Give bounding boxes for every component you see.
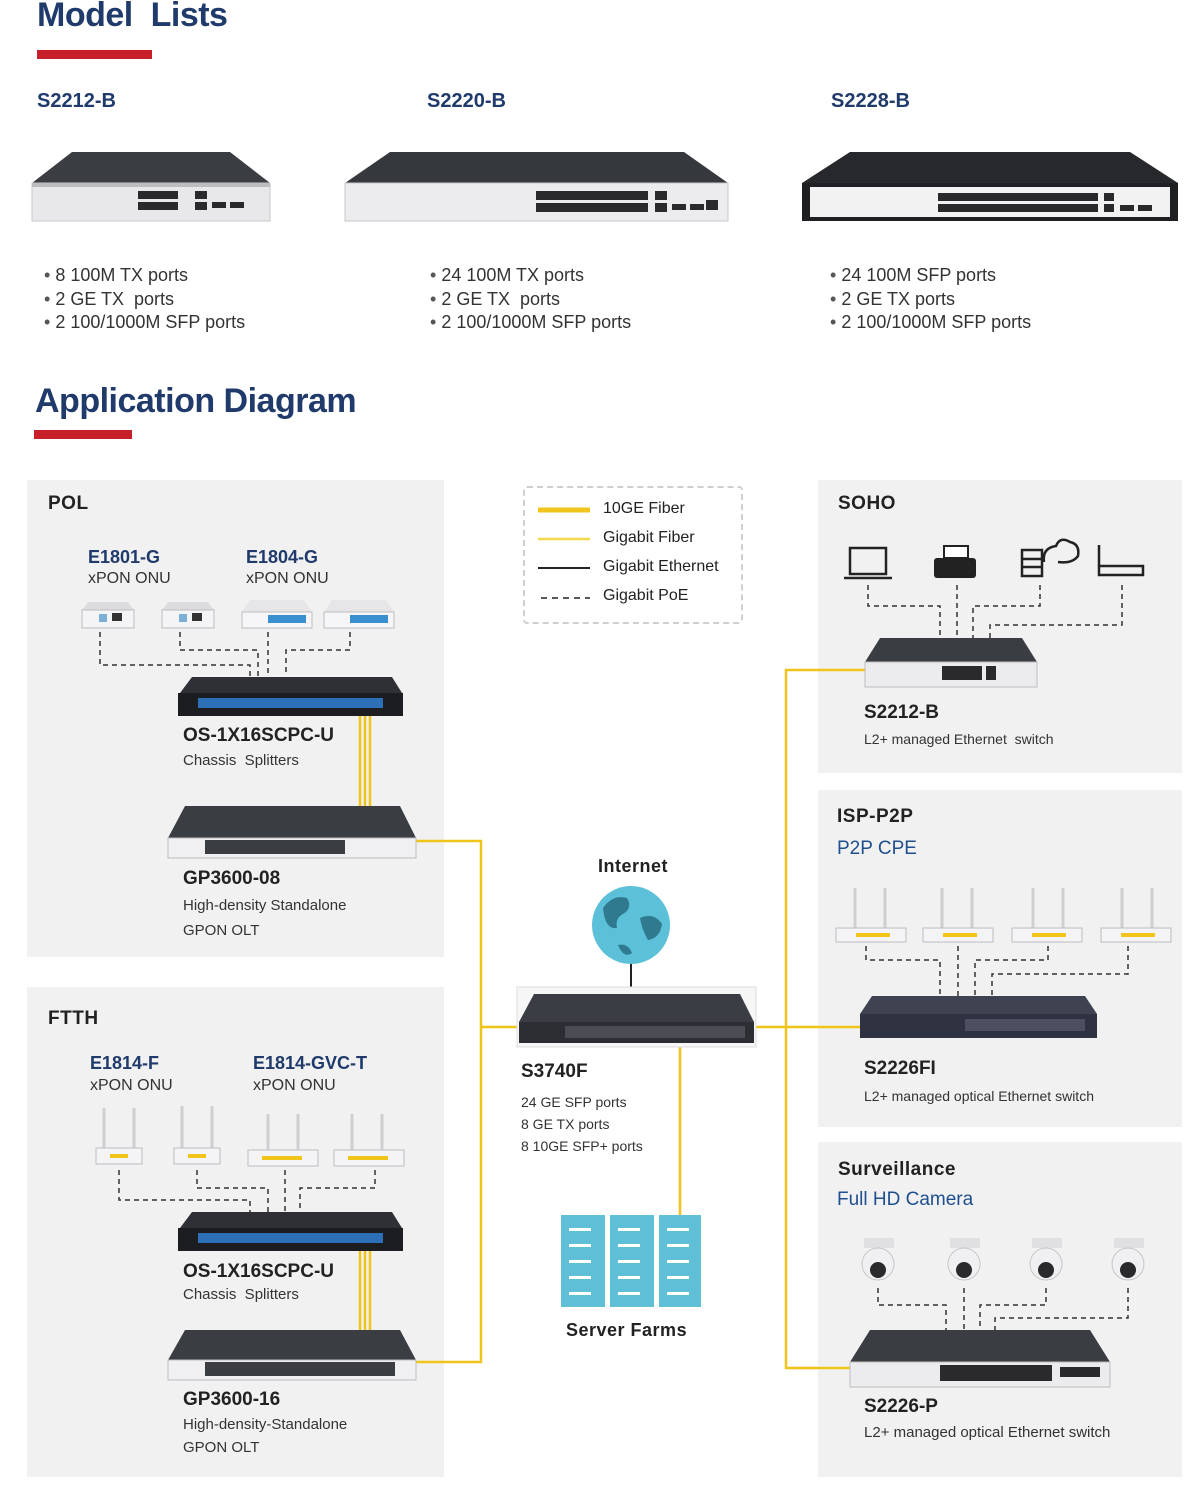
ftth-onu2-sub: xPON ONU <box>253 1077 336 1094</box>
pol-title: POL <box>48 493 89 514</box>
ftth-title: FTTH <box>48 1008 99 1029</box>
ftth-onu-devices <box>95 1106 405 1167</box>
ftth-splitter-name: OS-1X16SCPC-U <box>183 1261 334 1282</box>
pol-splitter-device <box>178 677 403 716</box>
server-cloud-icon <box>1020 538 1080 578</box>
application-diagram-underline <box>34 430 132 439</box>
surveillance-title: Surveillance <box>838 1159 956 1180</box>
soho-title: SOHO <box>838 493 896 514</box>
model-lists-underline <box>37 50 152 59</box>
surveillance-links <box>877 1288 1129 1330</box>
isp-switch-name: S2226FI <box>864 1058 936 1079</box>
pol-onu2-sub: xPON ONU <box>246 570 329 587</box>
pol-olt-sub1: High-density Standalone <box>183 897 347 914</box>
model-product-images <box>31 152 1178 222</box>
switch-s2220b-image <box>344 152 729 222</box>
surveillance-switch-s2226p-device <box>849 1330 1111 1388</box>
pol-onu2-name: E1804-G <box>246 547 319 567</box>
core-switch-port-2: 8 GE TX ports <box>521 1116 610 1132</box>
model-name-s2228b: S2228-B <box>831 90 910 112</box>
panel-soho <box>818 480 1182 773</box>
application-diagram-title: Application Diagram <box>35 382 357 420</box>
isp-switch-sub: L2+ managed optical Ethernet switch <box>864 1088 1094 1104</box>
feature-item: 8 100M TX ports <box>44 264 245 288</box>
legend-poe-label: Gigabit PoE <box>603 587 689 604</box>
olt-gp3600-16-device <box>167 1330 417 1381</box>
legend-gigabit-fiber-label: Gigabit Fiber <box>603 529 695 546</box>
router-icon <box>1097 545 1145 577</box>
feature-item: 2 GE TX ports <box>44 288 245 312</box>
model-name-s2220b: S2220-B <box>427 90 506 112</box>
ftth-olt-sub1: High-density-Standalone <box>183 1416 348 1433</box>
legend-ethernet-label: Gigabit Ethernet <box>603 558 719 575</box>
ftth-olt-name: GP3600-16 <box>183 1389 281 1410</box>
globe-icon <box>592 886 670 964</box>
camera-icons <box>861 1238 1145 1281</box>
laptop-icon <box>844 546 892 580</box>
core-switch-s3740f-device <box>516 986 757 1048</box>
switch-s2228b-image <box>802 152 1178 221</box>
feature-item: 2 100/1000M SFP ports <box>830 311 1031 335</box>
feature-item: 2 100/1000M SFP ports <box>44 311 245 335</box>
ftth-splitter-device <box>178 1212 403 1251</box>
server-farms-label: Server Farms <box>566 1320 688 1340</box>
soho-switch-name: S2212-B <box>864 702 939 723</box>
internet-label: Internet <box>598 856 669 876</box>
pol-onu1-sub: xPON ONU <box>88 570 171 587</box>
panel-pol <box>27 480 444 957</box>
isp-switch-s2226fi-device <box>860 996 1097 1038</box>
pol-onu1-name: E1801-G <box>88 547 161 567</box>
core-switch-port-1: 24 GE SFP ports <box>521 1094 627 1110</box>
soho-switch-device <box>864 638 1038 688</box>
olt-gp3600-08-device <box>167 806 417 859</box>
ftth-onu-links <box>118 1170 376 1212</box>
switch-s2212b-image <box>31 152 271 222</box>
pol-olt-name: GP3600-08 <box>183 868 281 889</box>
core-switch-name: S3740F <box>521 1061 588 1082</box>
model-lists-title: Model Lists <box>37 0 228 34</box>
surveillance-switch-sub: L2+ managed optical Ethernet switch <box>864 1424 1111 1441</box>
legend-10ge-label: 10GE Fiber <box>603 500 685 517</box>
feature-item: 24 100M TX ports <box>430 264 631 288</box>
isp-subtitle: P2P CPE <box>837 838 917 859</box>
feature-item: 2 100/1000M SFP ports <box>430 311 631 335</box>
model-name-s2212b: S2212-B <box>37 90 116 112</box>
panel-surveillance <box>818 1142 1182 1477</box>
ftth-onu2-name: E1814-GVC-T <box>253 1053 368 1073</box>
surveillance-subtitle: Full HD Camera <box>837 1189 974 1210</box>
fiber-links <box>358 668 865 1370</box>
ftth-splitter-sub: Chassis Splitters <box>183 1286 299 1303</box>
pol-olt-sub2: GPON OLT <box>183 922 260 939</box>
features-s2228b: 24 100M SFP ports 2 GE TX ports 2 100/10… <box>830 264 1031 335</box>
isp-cpe-devices <box>835 888 1172 943</box>
isp-title: ISP-P2P <box>837 806 914 827</box>
panel-isp-p2p <box>818 790 1182 1127</box>
surveillance-switch-name: S2226-P <box>864 1396 938 1417</box>
features-s2212b: 8 100M TX ports 2 GE TX ports 2 100/1000… <box>44 264 245 335</box>
features-s2220b: 24 100M TX ports 2 GE TX ports 2 100/100… <box>430 264 631 335</box>
pol-onu-devices <box>81 600 395 629</box>
feature-item: 2 GE TX ports <box>430 288 631 312</box>
feature-item: 24 100M SFP ports <box>830 264 1031 288</box>
ftth-olt-sub2: GPON OLT <box>183 1439 260 1456</box>
server-farm-icon <box>561 1215 701 1307</box>
core-switch-port-3: 8 10GE SFP+ ports <box>521 1138 643 1154</box>
soho-links <box>867 585 1123 638</box>
feature-item: 2 GE TX ports <box>830 288 1031 312</box>
printer-icon <box>934 545 976 578</box>
pol-onu-links <box>99 632 351 676</box>
soho-switch-sub: L2+ managed Ethernet switch <box>864 731 1054 747</box>
pol-splitter-name: OS-1X16SCPC-U <box>183 725 334 746</box>
isp-links <box>865 946 1129 996</box>
ftth-onu1-name: E1814-F <box>90 1053 160 1073</box>
ftth-onu1-sub: xPON ONU <box>90 1077 173 1094</box>
pol-splitter-sub: Chassis Splitters <box>183 752 299 769</box>
